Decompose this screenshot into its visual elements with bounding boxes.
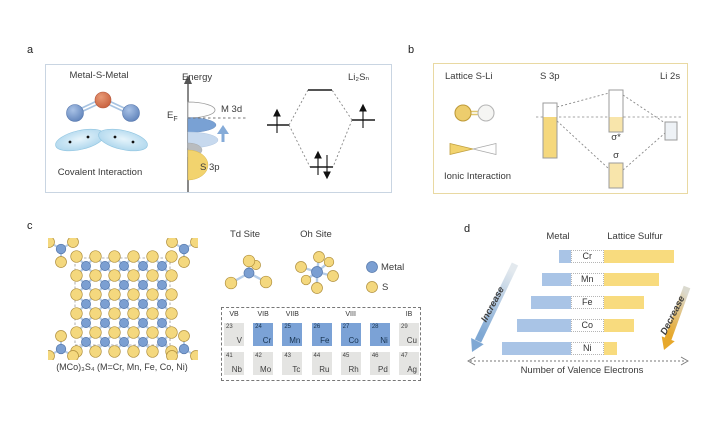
s-li-molecule [454, 104, 495, 122]
legend-metal-icon [366, 261, 378, 273]
level-connector-lines [556, 92, 666, 171]
antibonding-level-bar [608, 89, 624, 133]
sulfur-bar-Co [603, 319, 634, 332]
metal-bar-Co [517, 319, 571, 332]
s3p-level-label: S 3p [540, 71, 560, 82]
pt-group-header-VIII: VIII [345, 311, 356, 318]
electron-spin-arrows [273, 103, 367, 180]
m3d-band-label: M 3d [221, 104, 243, 115]
coordination-sites [224, 251, 378, 294]
ionic-level-diagram [449, 89, 683, 189]
metal-bar-Mn [542, 273, 571, 286]
element-box-Fe: Fe [571, 296, 604, 309]
oh-site-cluster [295, 251, 339, 294]
td-site-label: Td Site [229, 229, 261, 240]
panel-b-caption: Ionic Interaction [444, 171, 512, 182]
antibonding-label: σ* [611, 132, 621, 143]
increase-arrow-icon [471, 262, 519, 352]
mo-diagram-title: Li₂Sₙ [348, 72, 370, 83]
fermi-base: E [167, 110, 174, 121]
li2s-level-bar [664, 121, 678, 141]
legend-sulfur-label: S [382, 282, 389, 293]
lithium-atom [477, 104, 495, 122]
sulfur-bar-Fe [603, 296, 644, 309]
panel-a-box [45, 64, 392, 193]
valence-axis-arrow [467, 356, 689, 366]
metal-atom [122, 104, 140, 122]
sulfur-bar-Cr [603, 250, 674, 263]
bonding-level-bar [608, 162, 624, 189]
element-box-Mn: Mn [571, 273, 604, 286]
sulfur-bar-Ni [603, 342, 617, 355]
td-site-cluster [224, 254, 273, 290]
energy-band-diagram [184, 75, 248, 192]
energy-axis-arrowhead [184, 75, 192, 84]
pt-group-header-VIB: VIB [257, 311, 269, 318]
bonding-label: σ [613, 150, 619, 161]
metal-atom [66, 104, 84, 122]
up-shift-arrow-icon [217, 125, 229, 142]
fermi-sub: F [173, 115, 178, 123]
element-box-Ni: Ni [571, 342, 604, 355]
panel-a-label: a [27, 44, 34, 56]
li2s-level-label: Li 2s [660, 71, 681, 82]
metal-column-header: Metal [546, 231, 570, 242]
bowtie-icon [449, 142, 497, 156]
legend-metal-label: Metal [381, 262, 405, 273]
mo-connector-lines [288, 89, 353, 168]
sulfur-atom [454, 104, 472, 122]
decrease-arrow-icon [661, 285, 691, 350]
metal-bar-Cr [559, 250, 571, 263]
crystal-formula: (MCo)₃S₄ (M=Cr, Mn, Fe, Co, Ni) [56, 362, 188, 372]
s3p-level-bar [542, 102, 558, 159]
panel-b-box [433, 63, 688, 194]
pt-group-header-IB: IB [405, 311, 413, 318]
panel-b-label: b [408, 44, 415, 56]
crystal-structure [48, 238, 198, 360]
element-box-Cr: Cr [571, 250, 604, 263]
panel-a-title: Metal-S-Metal [69, 70, 129, 81]
pt-group-header-VB: VB [229, 311, 239, 318]
metal-s-metal-molecule [55, 91, 148, 152]
element-box-Co: Co [571, 319, 604, 332]
pt-group-header-VIIB: VIIB [285, 311, 299, 318]
panel-a-caption: Covalent Interaction [57, 167, 143, 178]
oh-site-label: Oh Site [300, 229, 332, 240]
mo-energy-levels [267, 89, 375, 168]
mo-diagram [267, 89, 375, 180]
sulfur-atom [94, 91, 112, 109]
metal-bar-Fe [531, 296, 571, 309]
legend-sulfur-icon [366, 281, 378, 293]
s3p-band-lobe [187, 149, 209, 181]
sulfur-column-header: Lattice Sulfur [607, 231, 663, 242]
valence-axis-label: Number of Valence Electrons [520, 365, 644, 376]
sulfur-bar-Mn [603, 273, 659, 286]
panel-b-title: Lattice S-Li [445, 71, 493, 82]
metal-bar-Ni [502, 342, 571, 355]
s3p-band-label: S 3p [200, 162, 220, 173]
fermi-level-label: EF [167, 110, 178, 123]
energy-axis-label: Energy [182, 72, 213, 83]
electron-pair-orbitals [55, 128, 148, 152]
panel-c-label: c [27, 220, 33, 232]
panel-d-label: d [464, 223, 471, 235]
